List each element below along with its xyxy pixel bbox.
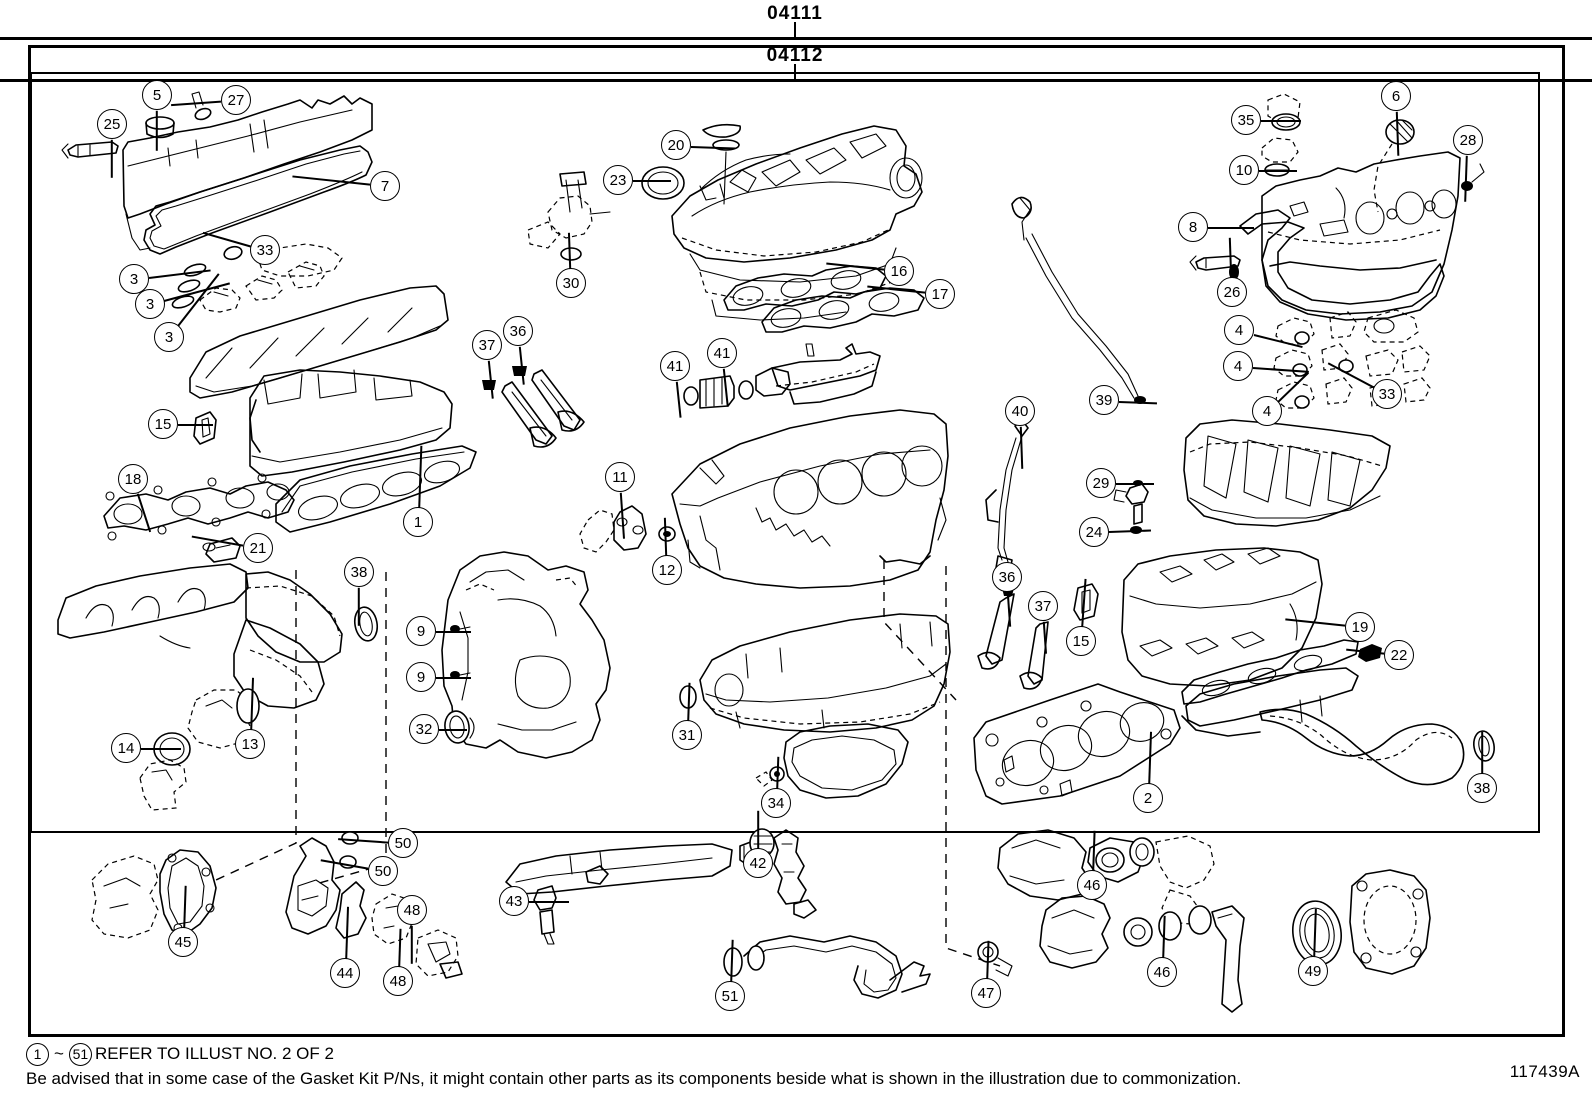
callout-bubble-16[interactable]: 16 <box>884 256 914 286</box>
callout-leader <box>1259 170 1297 172</box>
callout-bubble-51[interactable]: 51 <box>715 981 745 1011</box>
callout-bubble-37[interactable]: 37 <box>472 330 502 360</box>
callout-leader <box>411 925 413 964</box>
callout-bubble-41[interactable]: 41 <box>660 351 690 381</box>
callout-bubble-22[interactable]: 22 <box>1384 640 1414 670</box>
callout-bubble-35[interactable]: 35 <box>1231 105 1261 135</box>
callout-bubble-49[interactable]: 49 <box>1298 956 1328 986</box>
callout-bubble-43[interactable]: 43 <box>499 886 529 916</box>
footer-notes: 1 ~ 51 REFER TO ILLUST NO. 2 OF 2 Be adv… <box>26 1042 1426 1091</box>
callout-leader <box>358 587 360 626</box>
callout-bubble-37[interactable]: 37 <box>1028 591 1058 621</box>
callout-bubble-42[interactable]: 42 <box>743 848 773 878</box>
callout-bubble-20[interactable]: 20 <box>661 130 691 160</box>
callout-leader <box>141 748 181 750</box>
callout-bubble-13[interactable]: 13 <box>235 729 265 759</box>
footer-ref-last-bubble: 51 <box>68 1042 92 1066</box>
diagram-outer-frame <box>28 45 1565 1037</box>
callout-leader <box>633 180 671 182</box>
callout-bubble-46[interactable]: 46 <box>1147 957 1177 987</box>
callout-bubble-9[interactable]: 9 <box>406 662 436 692</box>
diagram-inner-frame <box>30 72 1540 833</box>
callout-bubble-2[interactable]: 2 <box>1133 783 1163 813</box>
callout-leader <box>757 810 759 849</box>
callout-bubble-36[interactable]: 36 <box>503 316 533 346</box>
callout-leader <box>529 901 569 903</box>
footer-ref-first-bubble: 1 <box>26 1042 49 1066</box>
callout-bubble-34[interactable]: 34 <box>761 788 791 818</box>
footer-commonization-note: Be advised that in some case of the Gask… <box>26 1069 1242 1088</box>
callout-bubble-41[interactable]: 41 <box>707 338 737 368</box>
callout-bubble-18[interactable]: 18 <box>118 464 148 494</box>
callout-bubble-38[interactable]: 38 <box>1467 773 1497 803</box>
callout-bubble-27[interactable]: 27 <box>221 85 251 115</box>
callout-bubble-3[interactable]: 3 <box>154 322 184 352</box>
callout-bubble-50[interactable]: 50 <box>368 856 398 886</box>
callout-bubble-44[interactable]: 44 <box>330 958 360 988</box>
callout-bubble-6[interactable]: 6 <box>1381 81 1411 111</box>
callout-bubble-45[interactable]: 45 <box>168 927 198 957</box>
callout-bubble-40[interactable]: 40 <box>1005 396 1035 426</box>
callout-bubble-12[interactable]: 12 <box>652 555 682 585</box>
callout-leader <box>1208 227 1254 229</box>
callout-bubble-1[interactable]: 1 <box>403 507 433 537</box>
callout-leader <box>436 631 471 633</box>
callout-leader <box>1481 731 1483 774</box>
part-number-04112: 04112 <box>766 45 824 66</box>
callout-bubble-50[interactable]: 50 <box>388 828 418 858</box>
footer-ref-text: REFER TO ILLUST NO. 2 OF 2 <box>94 1044 334 1063</box>
callout-bubble-48[interactable]: 48 <box>383 966 413 996</box>
callout-bubble-9[interactable]: 9 <box>406 616 436 646</box>
callout-bubble-25[interactable]: 25 <box>97 109 127 139</box>
callout-leader <box>178 424 213 426</box>
callout-leader <box>1116 483 1154 485</box>
callout-bubble-36[interactable]: 36 <box>992 562 1022 592</box>
callout-bubble-8[interactable]: 8 <box>1178 212 1208 242</box>
callout-bubble-21[interactable]: 21 <box>243 533 273 563</box>
callout-bubble-30[interactable]: 30 <box>556 268 586 298</box>
callout-leader <box>156 110 158 151</box>
callout-bubble-15[interactable]: 15 <box>148 409 178 439</box>
callout-bubble-47[interactable]: 47 <box>971 978 1001 1008</box>
callout-bubble-7[interactable]: 7 <box>370 171 400 201</box>
callout-bubble-28[interactable]: 28 <box>1453 125 1483 155</box>
callout-bubble-31[interactable]: 31 <box>672 720 702 750</box>
callout-bubble-29[interactable]: 29 <box>1086 468 1116 498</box>
callout-bubble-33[interactable]: 33 <box>250 235 280 265</box>
callout-bubble-24[interactable]: 24 <box>1079 517 1109 547</box>
callout-bubble-14[interactable]: 14 <box>111 733 141 763</box>
callout-bubble-17[interactable]: 17 <box>925 279 955 309</box>
part-number-04111: 04111 <box>767 3 823 24</box>
header-rule-bottom <box>0 79 1592 82</box>
header-rule-top <box>0 37 1592 40</box>
callout-bubble-33[interactable]: 33 <box>1372 379 1402 409</box>
callout-bubble-26[interactable]: 26 <box>1217 277 1247 307</box>
callout-bubble-4[interactable]: 4 <box>1223 351 1253 381</box>
footer-reference-line: 1 ~ 51 REFER TO ILLUST NO. 2 OF 2 <box>26 1042 1426 1066</box>
footer-tilde: ~ <box>54 1044 64 1063</box>
callout-leader <box>1261 120 1301 122</box>
callout-leader <box>439 729 467 731</box>
callout-bubble-38[interactable]: 38 <box>344 557 374 587</box>
diagram-id-label: 117439A <box>1509 1062 1580 1081</box>
callout-bubble-32[interactable]: 32 <box>409 714 439 744</box>
callout-bubble-19[interactable]: 19 <box>1345 612 1375 642</box>
callout-bubble-11[interactable]: 11 <box>605 462 635 492</box>
callout-bubble-4[interactable]: 4 <box>1252 396 1282 426</box>
callout-bubble-23[interactable]: 23 <box>603 165 633 195</box>
callout-bubble-4[interactable]: 4 <box>1224 315 1254 345</box>
callout-bubble-39[interactable]: 39 <box>1089 385 1119 415</box>
callout-leader <box>436 677 471 679</box>
callout-bubble-3[interactable]: 3 <box>135 289 165 319</box>
callout-bubble-5[interactable]: 5 <box>142 80 172 110</box>
callout-bubble-10[interactable]: 10 <box>1229 155 1259 185</box>
callout-leader <box>111 139 113 178</box>
callout-bubble-48[interactable]: 48 <box>397 895 427 925</box>
callout-bubble-15[interactable]: 15 <box>1066 626 1096 656</box>
callout-bubble-46[interactable]: 46 <box>1077 870 1107 900</box>
header-tick-top <box>794 22 796 40</box>
